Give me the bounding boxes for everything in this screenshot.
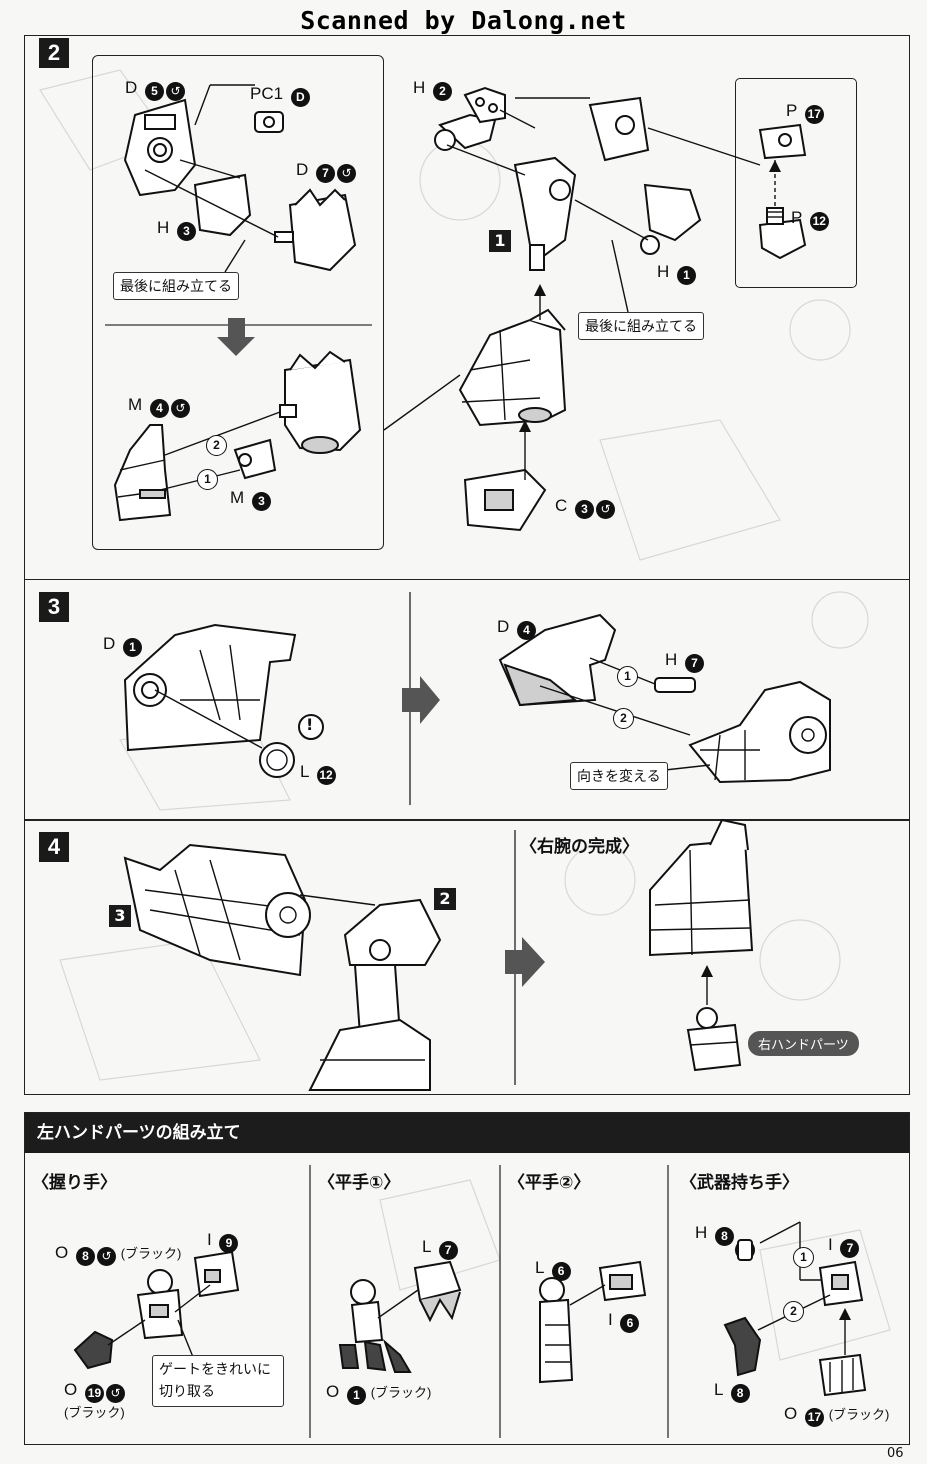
part-o17-label: O 17 (ブラック) [784,1404,889,1427]
subassembly-2-marker: 2 [434,888,456,910]
step-4-number: 4 [39,832,69,862]
part-o19-note: (ブラック) [64,1405,125,1420]
page-number: 06 [887,1446,904,1461]
part-d5-label: D 5↺ [125,78,186,101]
left-hand-banner: 左ハンドパーツの組み立て [25,1113,909,1153]
step-2-panel [24,35,910,580]
order-2-marker: 2 [610,705,634,729]
part-l8-label: L 8 [714,1380,750,1403]
flat-hand-1-title: 〈平手①〉 [318,1173,401,1193]
subassembly-1-marker: 1 [489,230,511,252]
order-1-marker: 1 [614,663,638,687]
step-2-number: 2 [39,38,69,68]
left-hand-section [24,1112,910,1445]
order-1-marker: 1 [194,466,218,490]
step-4-panel [24,820,910,1095]
part-c3-label: C 3↺ [555,496,616,519]
part-m3-label: M 3 [230,488,271,511]
order-2-marker: 2 [780,1298,804,1322]
part-o1-label: O 1 (ブラック) [326,1382,431,1405]
part-p17-label: P 17 [786,101,824,124]
step-2-subassembly-box [92,55,384,550]
part-h3-label: H 3 [157,218,197,241]
right-arm-complete-title: 〈右腕の完成〉 [520,837,639,857]
watermark-text: Scanned by Dalong.net [300,6,627,35]
subassembly-3-marker: 3 [109,905,131,927]
part-m4-label: M 4↺ [128,395,190,418]
part-h8-label: H 8 [695,1223,735,1246]
part-o8-label: O 8↺ (ブラック) [55,1243,181,1266]
change-direction-note: 向きを変える [570,762,668,790]
grip-hand-title: 〈握り手〉 [32,1173,117,1193]
part-h7-label: H 7 [665,650,705,673]
part-o19-label: O 19↺ [64,1380,125,1403]
part-pc1-label: PC1 D [250,84,310,107]
step-3-panel [24,580,910,820]
part-d7-label: D 7↺ [296,160,357,183]
part-l7-label: L 7 [422,1237,458,1260]
gate-clean-cut-note: ゲートをきれいに 切り取る [152,1355,284,1407]
part-i6-label: I 6 [608,1310,640,1333]
part-l12-label: L 12 [300,762,336,785]
part-d1-label: D 1 [103,634,143,657]
part-h2-label: H 2 [413,78,453,101]
flat-hand-2-title: 〈平手②〉 [508,1173,591,1193]
weapon-hand-title: 〈武器持ち手〉 [680,1173,799,1193]
part-i7-label: I 7 [828,1235,860,1258]
part-d4-label: D 4 [497,617,537,640]
caution-icon: ! [306,715,314,734]
part-p12-label: P 12 [791,208,829,231]
order-2-marker: 2 [203,432,227,456]
step-2-detail-box [735,78,857,288]
part-i9-label: I 9 [207,1230,239,1253]
order-1-marker: 1 [790,1244,814,1268]
step-3-number: 3 [39,592,69,622]
part-l6-label: L 6 [535,1258,571,1281]
right-hand-parts-label: 右ハンドパーツ [748,1031,859,1056]
assemble-last-note-right: 最後に組み立てる [578,312,704,340]
part-h1-label: H 1 [657,262,697,285]
assemble-last-note-left: 最後に組み立てる [113,272,239,300]
